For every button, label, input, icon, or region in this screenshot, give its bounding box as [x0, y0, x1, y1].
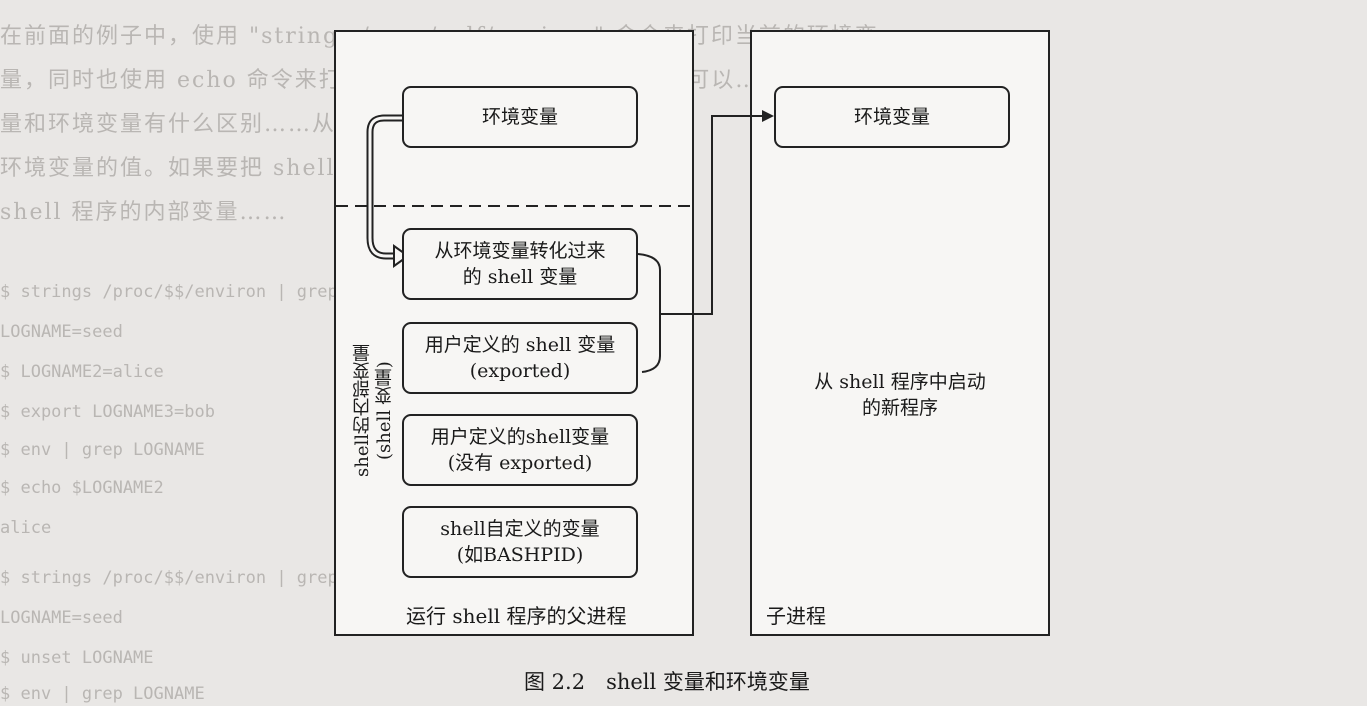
parent-process-footer: 运行 shell 程序的父进程: [406, 604, 627, 628]
child-env-var-box: 环境变量: [774, 86, 1010, 148]
user-exported-var-box: 用户定义的 shell 变量 (exported): [402, 322, 638, 394]
new-program-text: 从 shell 程序中启动 的新程序: [770, 360, 1030, 430]
user-exported-line-2: (exported): [469, 360, 571, 382]
export-bracket: [637, 253, 661, 373]
conversion-arrowhead: [393, 244, 410, 268]
converted-line-2: 的 shell 变量: [462, 266, 578, 288]
user-not-exported-var-box: 用户定义的shell变量 (没有 exported): [402, 414, 638, 486]
parent-env-var-label: 环境变量: [481, 106, 558, 128]
shell-internal-vars-label: shell的内部变量 (shell 变量): [352, 318, 400, 503]
vertical-label-line-1: shell的内部变量: [352, 344, 373, 477]
bg-line: shell 程序的内部变量……: [0, 200, 288, 225]
bg-code: $ strings /proc/$$/environ | grep LOGNAM…: [0, 282, 420, 302]
shell-defined-var-box: shell自定义的变量 (如BASHPID): [402, 506, 638, 578]
shell-defined-line-2: (如BASHPID): [456, 544, 584, 566]
user-not-exported-line-1: 用户定义的shell变量: [430, 426, 610, 448]
bg-code: $ echo $LOGNAME2: [0, 478, 164, 498]
vertical-label-line-2: (shell 变量): [374, 361, 395, 460]
new-program-line-1: 从 shell 程序中启动: [814, 371, 986, 393]
parent-env-var-box: 环境变量: [402, 86, 638, 148]
bg-code: LOGNAME=seed: [0, 608, 123, 628]
user-exported-line-1: 用户定义的 shell 变量: [424, 334, 616, 356]
new-program-line-2: 的新程序: [861, 397, 938, 419]
bg-code: alice: [0, 518, 52, 538]
bg-code: LOGNAME=seed: [0, 322, 123, 342]
shell-defined-line-1: shell自定义的变量: [440, 518, 600, 540]
export-arrow: [660, 115, 764, 315]
converted-shell-var-box: 从环境变量转化过来 的 shell 变量: [402, 228, 638, 300]
user-not-exported-line-2: (没有 exported): [447, 452, 593, 474]
bg-code: $ LOGNAME2=alice: [0, 362, 164, 382]
bg-code: $ env | grep LOGNAME: [0, 684, 205, 704]
figure-caption: 图 2.2 shell 变量和环境变量: [524, 670, 810, 694]
bg-code: $ export LOGNAME3=bob: [0, 402, 215, 422]
child-env-var-label: 环境变量: [853, 106, 930, 128]
child-process-footer: 子进程: [766, 604, 826, 628]
bg-code: $ strings /proc/$$/environ | grep LOGNAM…: [0, 568, 420, 588]
bg-code: $ env | grep LOGNAME: [0, 440, 205, 460]
conversion-arrow: [366, 114, 402, 260]
bg-code: $ unset LOGNAME: [0, 648, 154, 668]
export-arrowhead: [762, 110, 774, 122]
converted-line-1: 从环境变量转化过来: [434, 240, 606, 262]
